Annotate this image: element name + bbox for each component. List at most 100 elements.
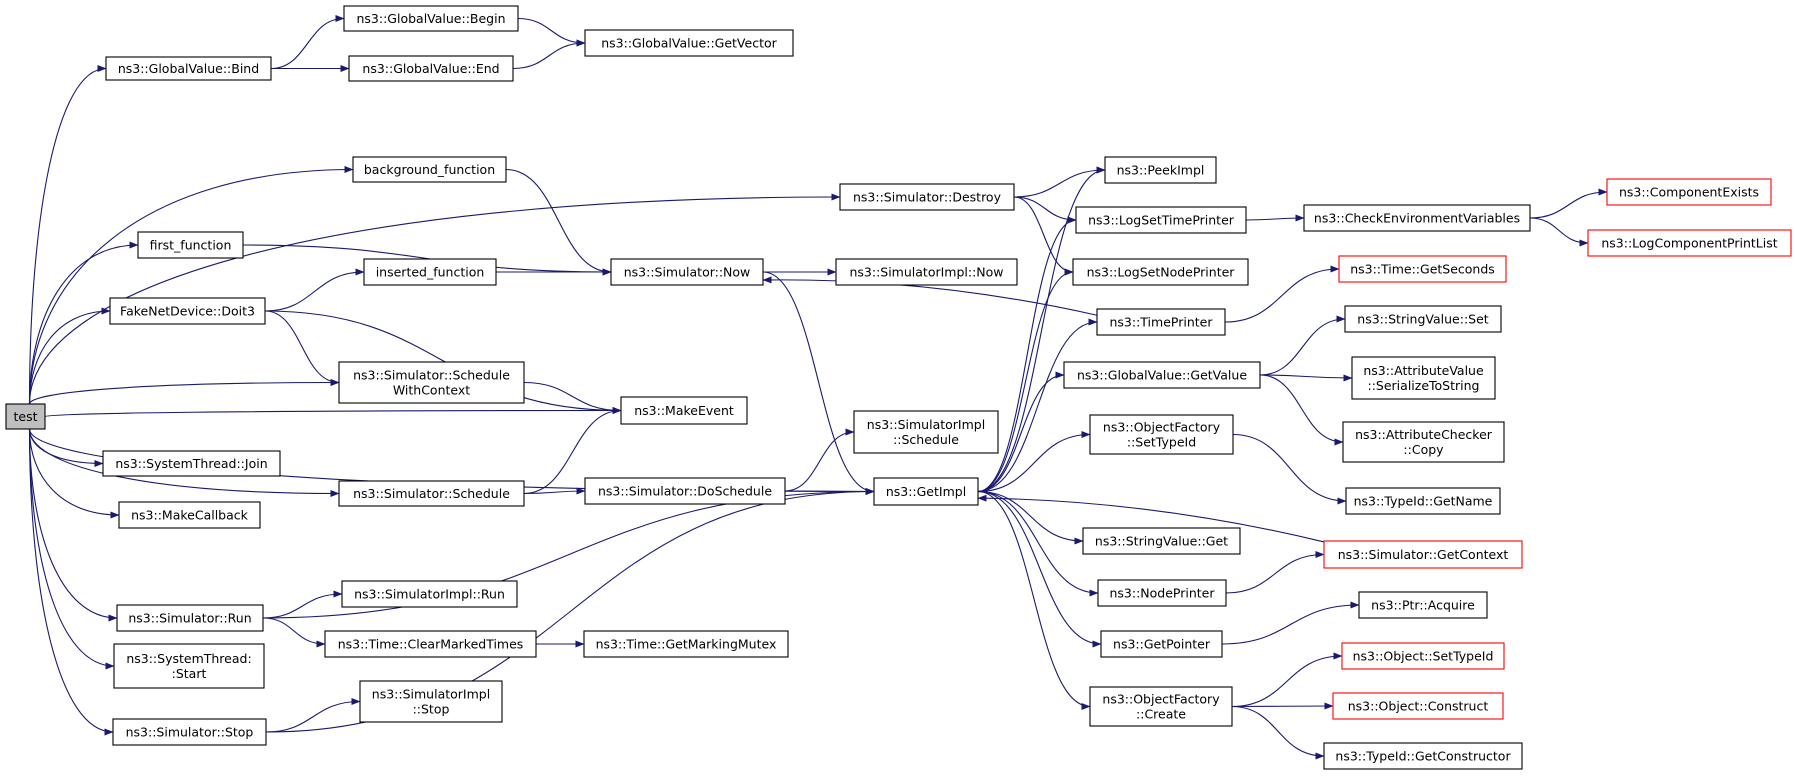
node-box-log-setnodeprinter (1072, 258, 1249, 286)
node-log-componentprintlist[interactable]: ns3::LogComponentPrintList (1587, 229, 1792, 257)
edge-sim_now-to-get_impl (762, 271, 875, 495)
node-log-settimeprinter[interactable]: ns3::LogSetTimePrinter (1075, 206, 1247, 234)
node-label-gv-begin-0: ns3::GlobalValue::Begin (356, 11, 505, 26)
node-simimpl-schedule[interactable]: ns3::SimulatorImpl::Schedule (853, 410, 999, 454)
edge-get_impl-to-objfactory_settypeid (977, 431, 1091, 493)
edge-time_printer-to-time_getseconds (1224, 265, 1340, 323)
node-label-time-getmarkingmutex-0: ns3::Time::GetMarkingMutex (596, 637, 777, 652)
node-label-test-0: test (13, 409, 37, 424)
node-label-simimpl-run-0: ns3::SimulatorImpl::Run (354, 587, 505, 602)
node-ptr-acquire[interactable]: ns3::Ptr::Acquire (1358, 591, 1488, 619)
node-node-printer[interactable]: ns3::NodePrinter (1097, 579, 1227, 607)
edge-sim_stop-to-simimpl_stop (265, 698, 361, 733)
node-label-objfactory-create-0: ns3::ObjectFactory (1102, 692, 1220, 707)
node-simimpl-now[interactable]: ns3::SimulatorImpl::Now (835, 258, 1018, 286)
node-label-make-event-0: ns3::MakeEvent (634, 403, 734, 418)
edge-time_printer-to-sim_now (762, 276, 1098, 316)
node-label-sim-getcontext-0: ns3::Simulator::GetContext (1338, 547, 1509, 562)
node-label-inserted-function-0: inserted_function (376, 265, 485, 280)
node-background-function[interactable]: background_function (352, 156, 507, 183)
node-box-sim-stop (112, 718, 267, 746)
node-systhread-join[interactable]: ns3::SystemThread::Join (102, 450, 281, 477)
node-label-simimpl-schedule-1: ::Schedule (893, 432, 959, 447)
node-box-peek-impl (1104, 156, 1217, 184)
node-box-simimpl-run (341, 580, 518, 608)
node-test[interactable]: test (5, 403, 46, 430)
node-label-check-env-0: ns3::CheckEnvironmentVariables (1314, 211, 1520, 226)
node-box-systhread-join (102, 450, 281, 477)
node-label-peek-impl-0: ns3::PeekImpl (1117, 163, 1205, 178)
node-time-getseconds[interactable]: ns3::Time::GetSeconds (1338, 255, 1507, 283)
node-get-impl[interactable]: ns3::GetImpl (873, 477, 979, 506)
edge-sim_schedule-to-sim_doschedule (523, 487, 586, 495)
node-label-sim-stop-0: ns3::Simulator::Stop (126, 725, 254, 740)
node-gv-getvalue[interactable]: ns3::GlobalValue::GetValue (1063, 361, 1261, 389)
node-time-getmarkingmutex[interactable]: ns3::Time::GetMarkingMutex (583, 630, 789, 658)
node-sim-destroy[interactable]: ns3::Simulator::Destroy (839, 183, 1015, 211)
node-box-stringvalue-set (1344, 305, 1502, 333)
node-inserted-function[interactable]: inserted_function (363, 258, 497, 286)
node-box-time-printer (1096, 308, 1226, 336)
node-box-log-componentprintlist (1587, 229, 1792, 257)
node-sim-doschedule[interactable]: ns3::Simulator::DoSchedule (584, 477, 786, 505)
node-label-ptr-acquire-0: ns3::Ptr::Acquire (1371, 598, 1475, 613)
node-get-pointer[interactable]: ns3::GetPointer (1100, 630, 1223, 658)
node-gv-bind[interactable]: ns3::GlobalValue::Bind (105, 56, 272, 81)
node-box-attrvalue-serialize (1351, 356, 1496, 400)
node-sim-schedule[interactable]: ns3::Simulator::Schedule (338, 480, 525, 507)
edge-check_env-to-log_componentprintlist (1529, 217, 1589, 247)
node-label-gv-bind-0: ns3::GlobalValue::Bind (118, 61, 259, 76)
node-objfactory-create[interactable]: ns3::ObjectFactory::Create (1089, 686, 1233, 727)
node-sim-getcontext[interactable]: ns3::Simulator::GetContext (1323, 540, 1523, 569)
node-simimpl-run[interactable]: ns3::SimulatorImpl::Run (341, 580, 518, 608)
node-typeid-getconstructor[interactable]: ns3::TypeId::GetConstructor (1323, 742, 1523, 770)
node-box-sim-getcontext (1323, 540, 1523, 569)
node-sim-now[interactable]: ns3::Simulator::Now (610, 258, 764, 286)
node-attrvalue-serialize[interactable]: ns3::AttributeValue::SerializeToString (1351, 356, 1496, 400)
edge-gv_getvalue-to-stringvalue_set (1259, 315, 1346, 376)
node-component-exists[interactable]: ns3::ComponentExists (1606, 178, 1772, 206)
node-box-sim-schedule-wc (338, 361, 525, 404)
node-time-printer[interactable]: ns3::TimePrinter (1096, 308, 1226, 336)
node-attrchecker-copy[interactable]: ns3::AttributeChecker::Copy (1342, 421, 1505, 463)
node-box-fake-doit3 (109, 297, 266, 325)
node-label-systhread-start-0: ns3::SystemThread: (126, 651, 251, 666)
node-label-component-exists-0: ns3::ComponentExists (1619, 185, 1759, 200)
node-systhread-start[interactable]: ns3::SystemThread::Start (113, 643, 265, 689)
node-object-construct[interactable]: ns3::Object::Construct (1332, 692, 1504, 720)
node-first-function[interactable]: first_function (137, 231, 244, 259)
node-stringvalue-get[interactable]: ns3::StringValue::Get (1082, 527, 1241, 555)
node-stringvalue-set[interactable]: ns3::StringValue::Set (1344, 305, 1502, 333)
edge-get_impl-to-log_setnodeprinter (977, 268, 1074, 493)
edge-sim_doschedule-to-simimpl_schedule (784, 428, 855, 492)
edge-test-to-make_callback (28, 428, 120, 519)
node-label-sim-destroy-0: ns3::Simulator::Destroy (853, 190, 1002, 205)
node-simimpl-stop[interactable]: ns3::SimulatorImpl::Stop (359, 680, 503, 723)
edge-sim_run-to-simimpl_run (262, 590, 343, 619)
edge-gv_getvalue-to-attrvalue_serialize (1259, 374, 1353, 382)
node-time-clearmarked[interactable]: ns3::Time::ClearMarkedTimes (324, 630, 537, 658)
node-peek-impl[interactable]: ns3::PeekImpl (1104, 156, 1217, 184)
node-label-typeid-getconstructor-0: ns3::TypeId::GetConstructor (1335, 749, 1511, 764)
node-fake-doit3[interactable]: FakeNetDevice::Doit3 (109, 297, 266, 325)
node-log-setnodeprinter[interactable]: ns3::LogSetNodePrinter (1072, 258, 1249, 286)
node-gv-end[interactable]: ns3::GlobalValue::End (348, 55, 514, 82)
node-check-env[interactable]: ns3::CheckEnvironmentVariables (1303, 204, 1531, 232)
node-sim-stop[interactable]: ns3::Simulator::Stop (112, 718, 267, 746)
node-gv-getvector[interactable]: ns3::GlobalValue::GetVector (584, 29, 794, 57)
node-sim-run[interactable]: ns3::Simulator::Run (116, 604, 264, 632)
node-objfactory-settypeid[interactable]: ns3::ObjectFactory::SetTypeId (1089, 414, 1234, 455)
node-gv-begin[interactable]: ns3::GlobalValue::Begin (343, 5, 519, 32)
node-typeid-getname[interactable]: ns3::TypeId::GetName (1345, 487, 1501, 515)
node-label-sim-now-0: ns3::Simulator::Now (624, 265, 751, 280)
node-make-callback[interactable]: ns3::MakeCallback (118, 501, 261, 529)
node-object-settypeid[interactable]: ns3::Object::SetTypeId (1341, 642, 1505, 670)
node-box-object-settypeid (1341, 642, 1505, 670)
node-make-event[interactable]: ns3::MakeEvent (620, 396, 748, 425)
edge-objfactory_create-to-typeid_getconstructor (1231, 705, 1325, 760)
node-box-check-env (1303, 204, 1531, 232)
edge-gv_bind-to-gv_begin (270, 15, 345, 70)
node-box-get-impl (873, 477, 979, 506)
node-box-gv-end (348, 55, 514, 82)
